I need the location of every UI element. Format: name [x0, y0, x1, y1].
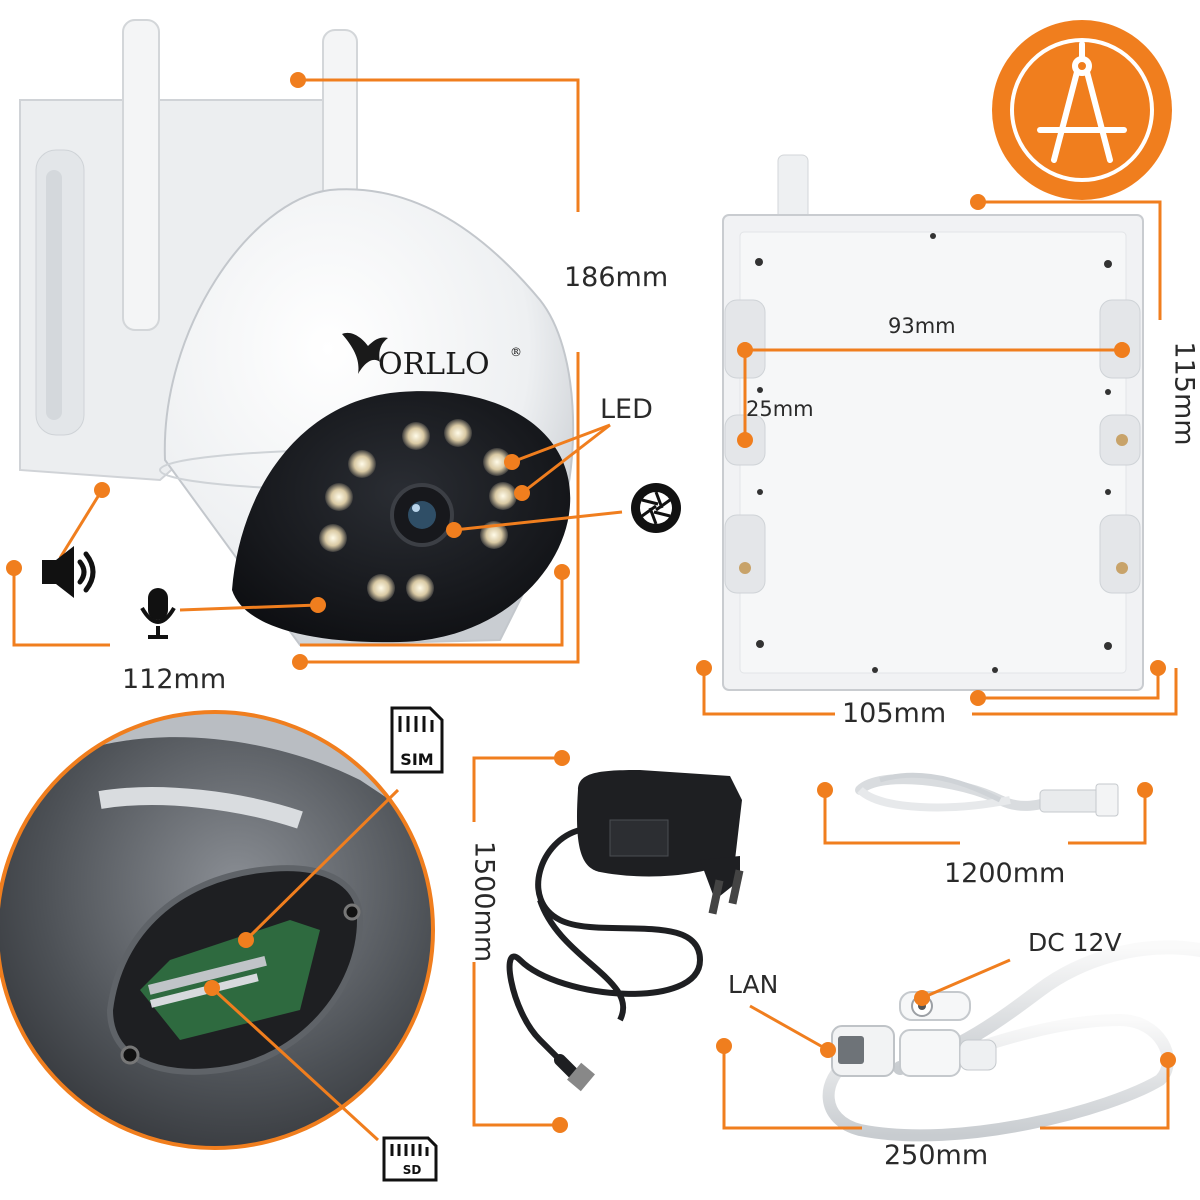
pigtail-cable-illustration	[822, 940, 1200, 1142]
microphone-icon	[140, 588, 176, 639]
power-cable-dimension-dots	[552, 750, 570, 1133]
sim-label: SIM	[400, 750, 433, 769]
sd-card-icon: SD	[382, 1136, 438, 1182]
registered-mark: ®	[510, 345, 522, 359]
pigtail-dimension-dots	[716, 990, 1176, 1068]
camera-illustration: ORLLO ®	[19, 19, 575, 647]
power-adapter-illustration	[506, 770, 744, 1092]
led-array	[319, 419, 517, 602]
dc-port-label: DC 12V	[1028, 928, 1122, 957]
mount-plate-illustration	[722, 154, 1144, 691]
lan-cable-length-label: 1200mm	[944, 858, 1066, 889]
card-slot-dots	[204, 932, 254, 996]
power-cable-length-label: 1500mm	[468, 840, 500, 963]
mount-plate-dimension-lines	[702, 200, 1178, 716]
lan-cable-dimension-line	[823, 790, 1147, 845]
camera-width-label: 112mm	[122, 664, 227, 695]
compass-icon	[992, 20, 1172, 200]
lan-port-label: LAN	[728, 970, 779, 999]
pigtail-length-label: 250mm	[884, 1140, 989, 1171]
camera-height-label: 186mm	[564, 262, 669, 293]
brand-logo: ORLLO ®	[342, 332, 522, 382]
speaker-icon	[42, 546, 96, 598]
lan-cable-illustration	[855, 772, 1119, 817]
hole-spacing-horizontal-label: 93mm	[888, 314, 956, 338]
mount-plate-height-label: 115mm	[1168, 341, 1200, 446]
camera-dimension-lines	[12, 78, 623, 664]
hole-spacing-vertical-label: 25mm	[746, 397, 814, 421]
card-slot-lines	[210, 788, 400, 1142]
aperture-icon	[631, 483, 681, 533]
lan-cable-dimension-dots	[817, 782, 1153, 798]
camera-dimension-dots	[6, 72, 570, 670]
brand-name: ORLLO	[378, 347, 490, 382]
sd-label: SD	[403, 1163, 422, 1177]
sim-card-icon: SIM	[390, 706, 444, 774]
card-slot-closeup	[0, 710, 435, 1150]
mount-plate-dimension-dots	[696, 194, 1166, 706]
mount-plate-width-label: 105mm	[842, 698, 947, 729]
power-cable-dimension-line	[472, 756, 562, 1127]
led-label: LED	[600, 394, 653, 425]
pigtail-dimension-lines	[722, 958, 1170, 1130]
